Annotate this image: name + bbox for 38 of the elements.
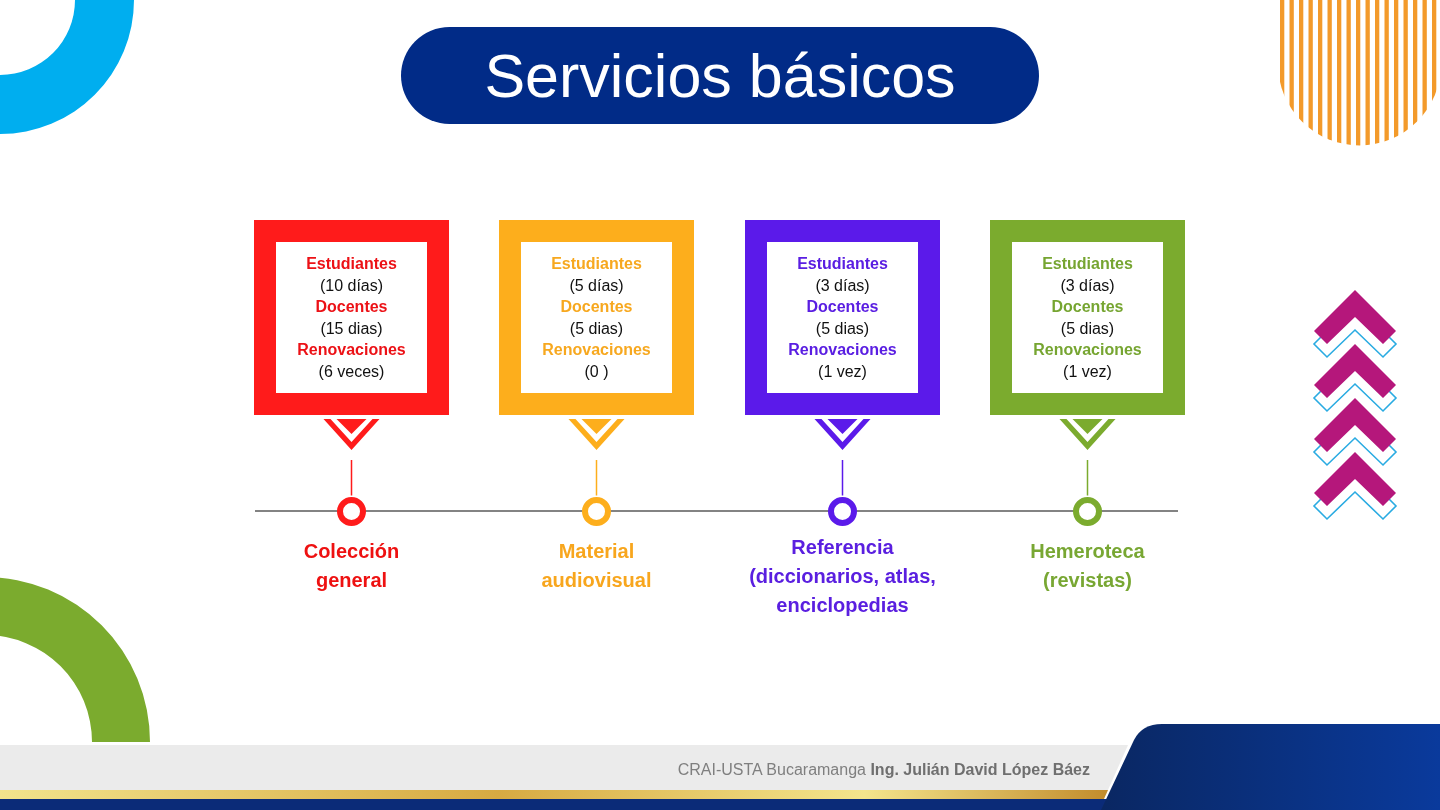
row-value: (1 vez) (1063, 361, 1112, 382)
slide-title: Servicios básicos (401, 27, 1039, 124)
collection-label: Hemeroteca (revistas) (1029, 539, 1146, 593)
row-value: (5 dias) (815, 318, 870, 339)
row-heading: Renovaciones (1033, 340, 1142, 360)
collection-label: Material audiovisual (540, 539, 653, 593)
row-value: (15 dias) (320, 318, 383, 339)
row-heading: Docentes (560, 297, 633, 317)
row-heading: Renovaciones (788, 340, 897, 360)
collection-label: Colección general (302, 539, 401, 593)
row-value: (5 días) (569, 275, 624, 296)
ring-marker (828, 496, 857, 526)
row-value: (6 veces) (318, 361, 385, 382)
row-heading: Docentes (315, 297, 388, 317)
callout-box (254, 220, 449, 415)
row-value: (3 días) (1060, 275, 1115, 296)
collection-label: Referencia (diccionarios, atlas, enciclopedias (748, 535, 937, 618)
callout-box (499, 220, 694, 415)
row-heading: Docentes (806, 297, 879, 317)
row-heading: Estudiantes (797, 254, 888, 274)
row-value: (0 ) (584, 361, 609, 382)
row-heading: Estudiantes (551, 254, 642, 274)
row-value: (5 dias) (1060, 318, 1115, 339)
row-value: (5 dias) (569, 318, 624, 339)
row-heading: Estudiantes (306, 254, 397, 274)
row-value: (1 vez) (818, 361, 867, 382)
callout-box (990, 220, 1185, 415)
ring-marker (582, 496, 611, 526)
row-value: (10 días) (319, 275, 384, 296)
row-heading: Renovaciones (542, 340, 651, 360)
row-heading: Docentes (1051, 297, 1124, 317)
ring-marker (337, 496, 366, 526)
row-heading: Renovaciones (297, 340, 406, 360)
footer-credit: CRAI-USTA Bucaramanga Ing. Julián David López Báez (677, 760, 1090, 780)
row-value: (3 días) (815, 275, 870, 296)
ring-marker (1073, 496, 1102, 526)
row-heading: Estudiantes (1042, 254, 1133, 274)
callout-box (745, 220, 940, 415)
